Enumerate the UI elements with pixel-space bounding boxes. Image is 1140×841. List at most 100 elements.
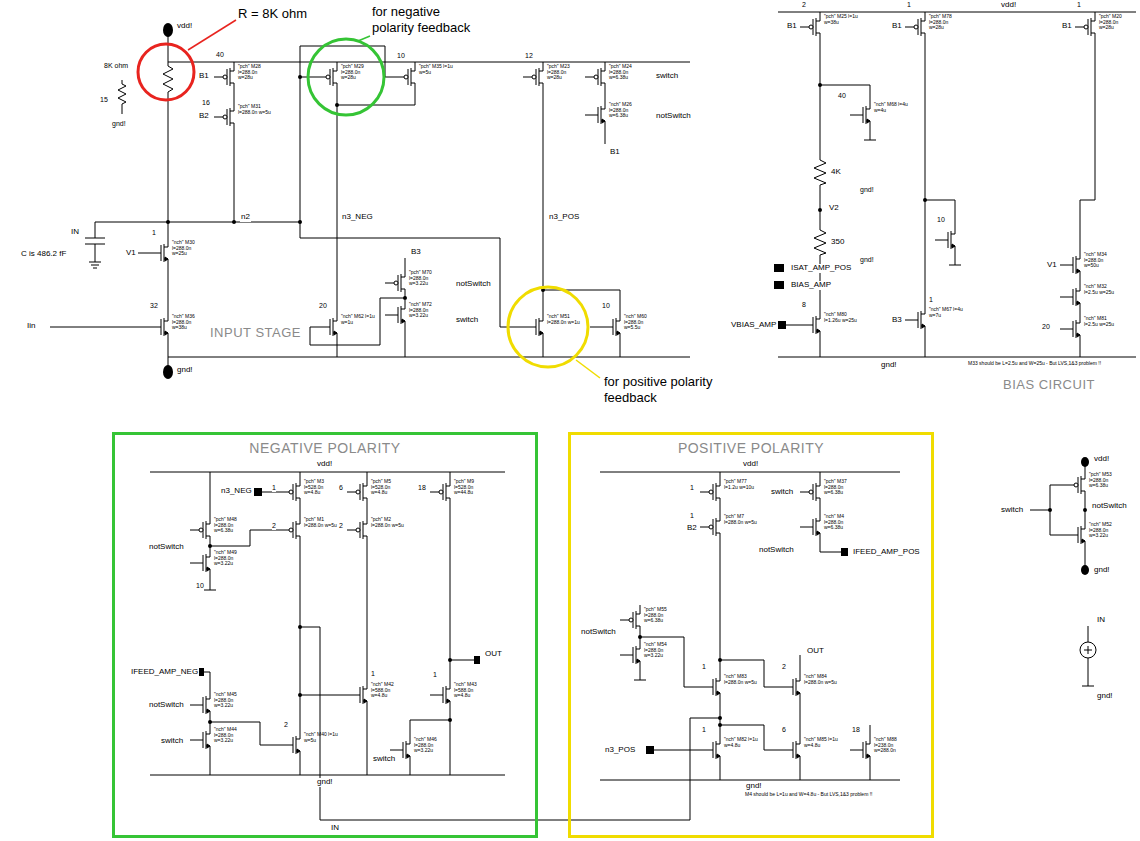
pmos-symbol xyxy=(800,12,820,42)
net-label: V2 xyxy=(828,204,840,213)
nmos-symbol xyxy=(585,100,605,130)
nmos-symbol xyxy=(1065,520,1085,550)
net-label: B3 xyxy=(410,248,422,257)
nmos-symbol xyxy=(850,735,870,765)
net-label: notSwitch xyxy=(1091,502,1128,511)
supply-pin xyxy=(1081,457,1089,467)
nmos-symbol xyxy=(347,680,367,710)
leader-line xyxy=(358,36,370,41)
device-parameters: "nch" M40 l=1u w=5u xyxy=(304,732,338,743)
nmos-symbol xyxy=(600,312,620,342)
device-parameters: "nch" M62 l=1u w=1u xyxy=(341,314,375,325)
junction-dots xyxy=(166,75,1087,727)
net-label: switch xyxy=(160,737,184,746)
polarity-box: POSITIVE POLARITY xyxy=(568,432,934,838)
net-label: switch xyxy=(1000,506,1024,515)
nmos-symbol xyxy=(905,305,925,335)
device-parameters: "nch" M60 l=288.0n w=5.5u xyxy=(624,314,658,331)
inverter-wires xyxy=(1030,462,1094,686)
net-label: notSwitch xyxy=(758,546,795,555)
net-label: B1 xyxy=(1061,22,1073,31)
device-parameters: "nch" M72 l=288.0n w=3.22u xyxy=(409,302,443,319)
device-parameters: "pch" M25 l=1u w=38u xyxy=(824,14,858,25)
net-label: n3_POS xyxy=(604,746,636,755)
device-parameters: "pch" M7 l=288.0n w=5u xyxy=(724,514,758,525)
device-parameters: "nch" M83 l=288.0n w=5u xyxy=(724,674,758,685)
multiplier-number: 16 xyxy=(202,99,210,107)
pmos-symbol xyxy=(1065,470,1085,500)
net-label: notSwitch xyxy=(148,543,185,552)
device-parameters: "pch" M35 l=1u w=5u xyxy=(419,64,453,75)
nmos-symbol xyxy=(620,640,640,670)
net-label: BIAS_AMP xyxy=(790,281,832,290)
pmos-symbol xyxy=(190,515,210,545)
device-parameters: "pch" M70 l=288.0n w=3.22u xyxy=(409,270,443,287)
device-parameters: "nch" M46 l=288.0n w=3.22u xyxy=(414,737,448,754)
box-heading: POSITIVE POLARITY xyxy=(571,440,931,456)
net-label: switch xyxy=(655,72,679,81)
multiplier-number: 6 xyxy=(782,726,786,734)
net-label: gnd! xyxy=(745,782,763,791)
multiplier-number: gnd! xyxy=(112,120,126,128)
net-label: notSwitch xyxy=(455,280,492,289)
nmos-symbol xyxy=(1060,314,1080,344)
device-parameters: "pch" M3 l=528.0n w=4.8u xyxy=(304,479,338,496)
nmos-symbol xyxy=(190,725,210,755)
net-label: notSwitch xyxy=(655,112,692,121)
net-label: gnd! xyxy=(1093,566,1111,575)
net-label: switch xyxy=(455,316,479,325)
nmos-symbol xyxy=(148,238,168,268)
net-label: gnd! xyxy=(176,366,194,375)
pmos-symbol xyxy=(395,62,415,92)
net-label: vdd! xyxy=(316,460,333,469)
nmos-symbol xyxy=(148,312,168,342)
net-label: OUT xyxy=(484,650,503,659)
multiplier-number: 40 xyxy=(216,51,224,59)
pmos-symbol xyxy=(214,62,234,92)
box-heading: NEGATIVE POLARITY xyxy=(115,440,535,456)
highlight-circle xyxy=(508,287,588,367)
device-parameters: "pch" M1 l=288.0n w=5u xyxy=(304,517,338,528)
pmos-symbol xyxy=(317,62,337,92)
pin-symbol xyxy=(774,264,784,272)
pmos-symbol xyxy=(905,12,925,42)
net-label: B1 xyxy=(609,148,621,157)
nmos-symbol xyxy=(700,735,720,765)
device-parameters: "nch" M42 l=588.0n w=4.8u xyxy=(371,682,405,699)
device-parameters: "pch" M53 l=288.0n w=6.38u xyxy=(1089,472,1123,489)
device-parameters: "pch" M48 l=288.0n w=6.38u xyxy=(214,517,248,534)
bias-circuit-wires xyxy=(778,12,1136,357)
nmos-symbol xyxy=(280,730,300,760)
device-parameters: "nch" M43 l=588.0n w=4.8u xyxy=(454,682,488,699)
multiplier-number: 10 xyxy=(397,52,405,60)
nmos-symbol xyxy=(1060,250,1080,280)
net-label: B1 xyxy=(891,22,903,31)
net-label: 350 xyxy=(830,238,845,247)
pin-symbol xyxy=(474,656,480,664)
net-label: B2 xyxy=(198,112,210,121)
ground-pin xyxy=(163,365,173,379)
multiplier-number: 1 xyxy=(371,670,375,678)
net-label: IFEED_AMP_POS xyxy=(852,548,921,557)
nmos-symbol xyxy=(800,512,820,542)
net-label: gnd! xyxy=(316,778,334,787)
net-label: OUT xyxy=(806,647,825,656)
nmos-symbol xyxy=(935,225,955,255)
pin-symbol xyxy=(778,321,786,329)
multiplier-number: 1 xyxy=(152,229,156,237)
device-parameters: "nch" M67 l=4u w=7u xyxy=(929,307,963,318)
multiplier-number: 20 xyxy=(319,302,327,310)
source-symbol xyxy=(1080,642,1096,658)
device-parameters: "pch" M78 l=288.0n w=28u xyxy=(929,14,963,31)
device-parameters: "nch" M26 l=288.0n w=6.38u xyxy=(609,102,643,119)
multiplier-number: 1 xyxy=(929,296,933,304)
net-label: IN xyxy=(1096,616,1106,625)
multiplier-number: 1 xyxy=(272,484,276,492)
pin-symbol xyxy=(841,548,848,556)
device-parameters: "pch" M23 l=288.0n w=28u xyxy=(547,64,581,81)
pmos-symbol xyxy=(280,477,300,507)
nmos-symbol xyxy=(523,312,543,342)
nmos-symbol xyxy=(385,300,405,330)
multiplier-number: gnd! xyxy=(860,256,874,264)
supply-pin xyxy=(163,23,173,37)
